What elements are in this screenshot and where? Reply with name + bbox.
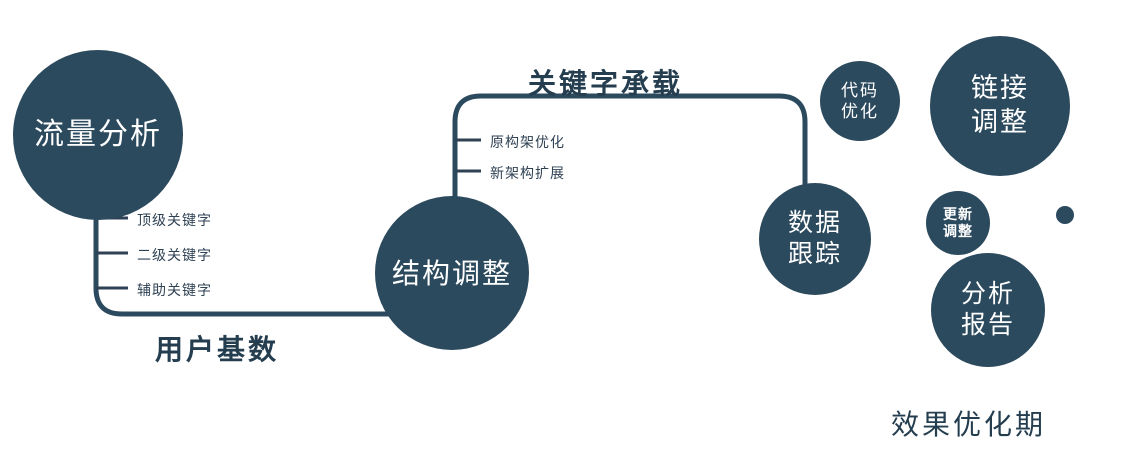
node-code-optimization: 代码 优化 [820, 61, 900, 141]
dot-marker [1056, 206, 1074, 224]
tick-label-second-keywords: 二级关键字 [137, 247, 212, 263]
tick-label-top-keywords: 顶级关键字 [137, 212, 212, 228]
tick-lines-left [96, 216, 128, 290]
connector-structure-to-tracking [452, 93, 808, 205]
edge-label-keyword-load: 关键字承载 [528, 68, 684, 99]
edge-label-user-base: 用户基数 [155, 334, 280, 365]
tick-label-original-framework: 原构架优化 [490, 134, 565, 150]
node-link-adjustment: 链接 调整 [930, 36, 1070, 176]
node-analysis-report: 分析 报告 [931, 253, 1045, 367]
caption-effect-optimization-period: 效果优化期 [891, 409, 1047, 440]
tick-label-auxiliary-keywords: 辅助关键字 [137, 282, 212, 298]
node-update-adjustment: 更新 调整 [926, 191, 990, 255]
node-data-tracking: 数据 跟踪 [759, 183, 871, 295]
tick-lines-middle [455, 138, 481, 173]
tick-label-new-framework: 新架构扩展 [490, 165, 565, 181]
node-structure-adjustment: 结构调整 [375, 196, 529, 350]
node-traffic-analysis: 流量分析 [13, 50, 183, 220]
